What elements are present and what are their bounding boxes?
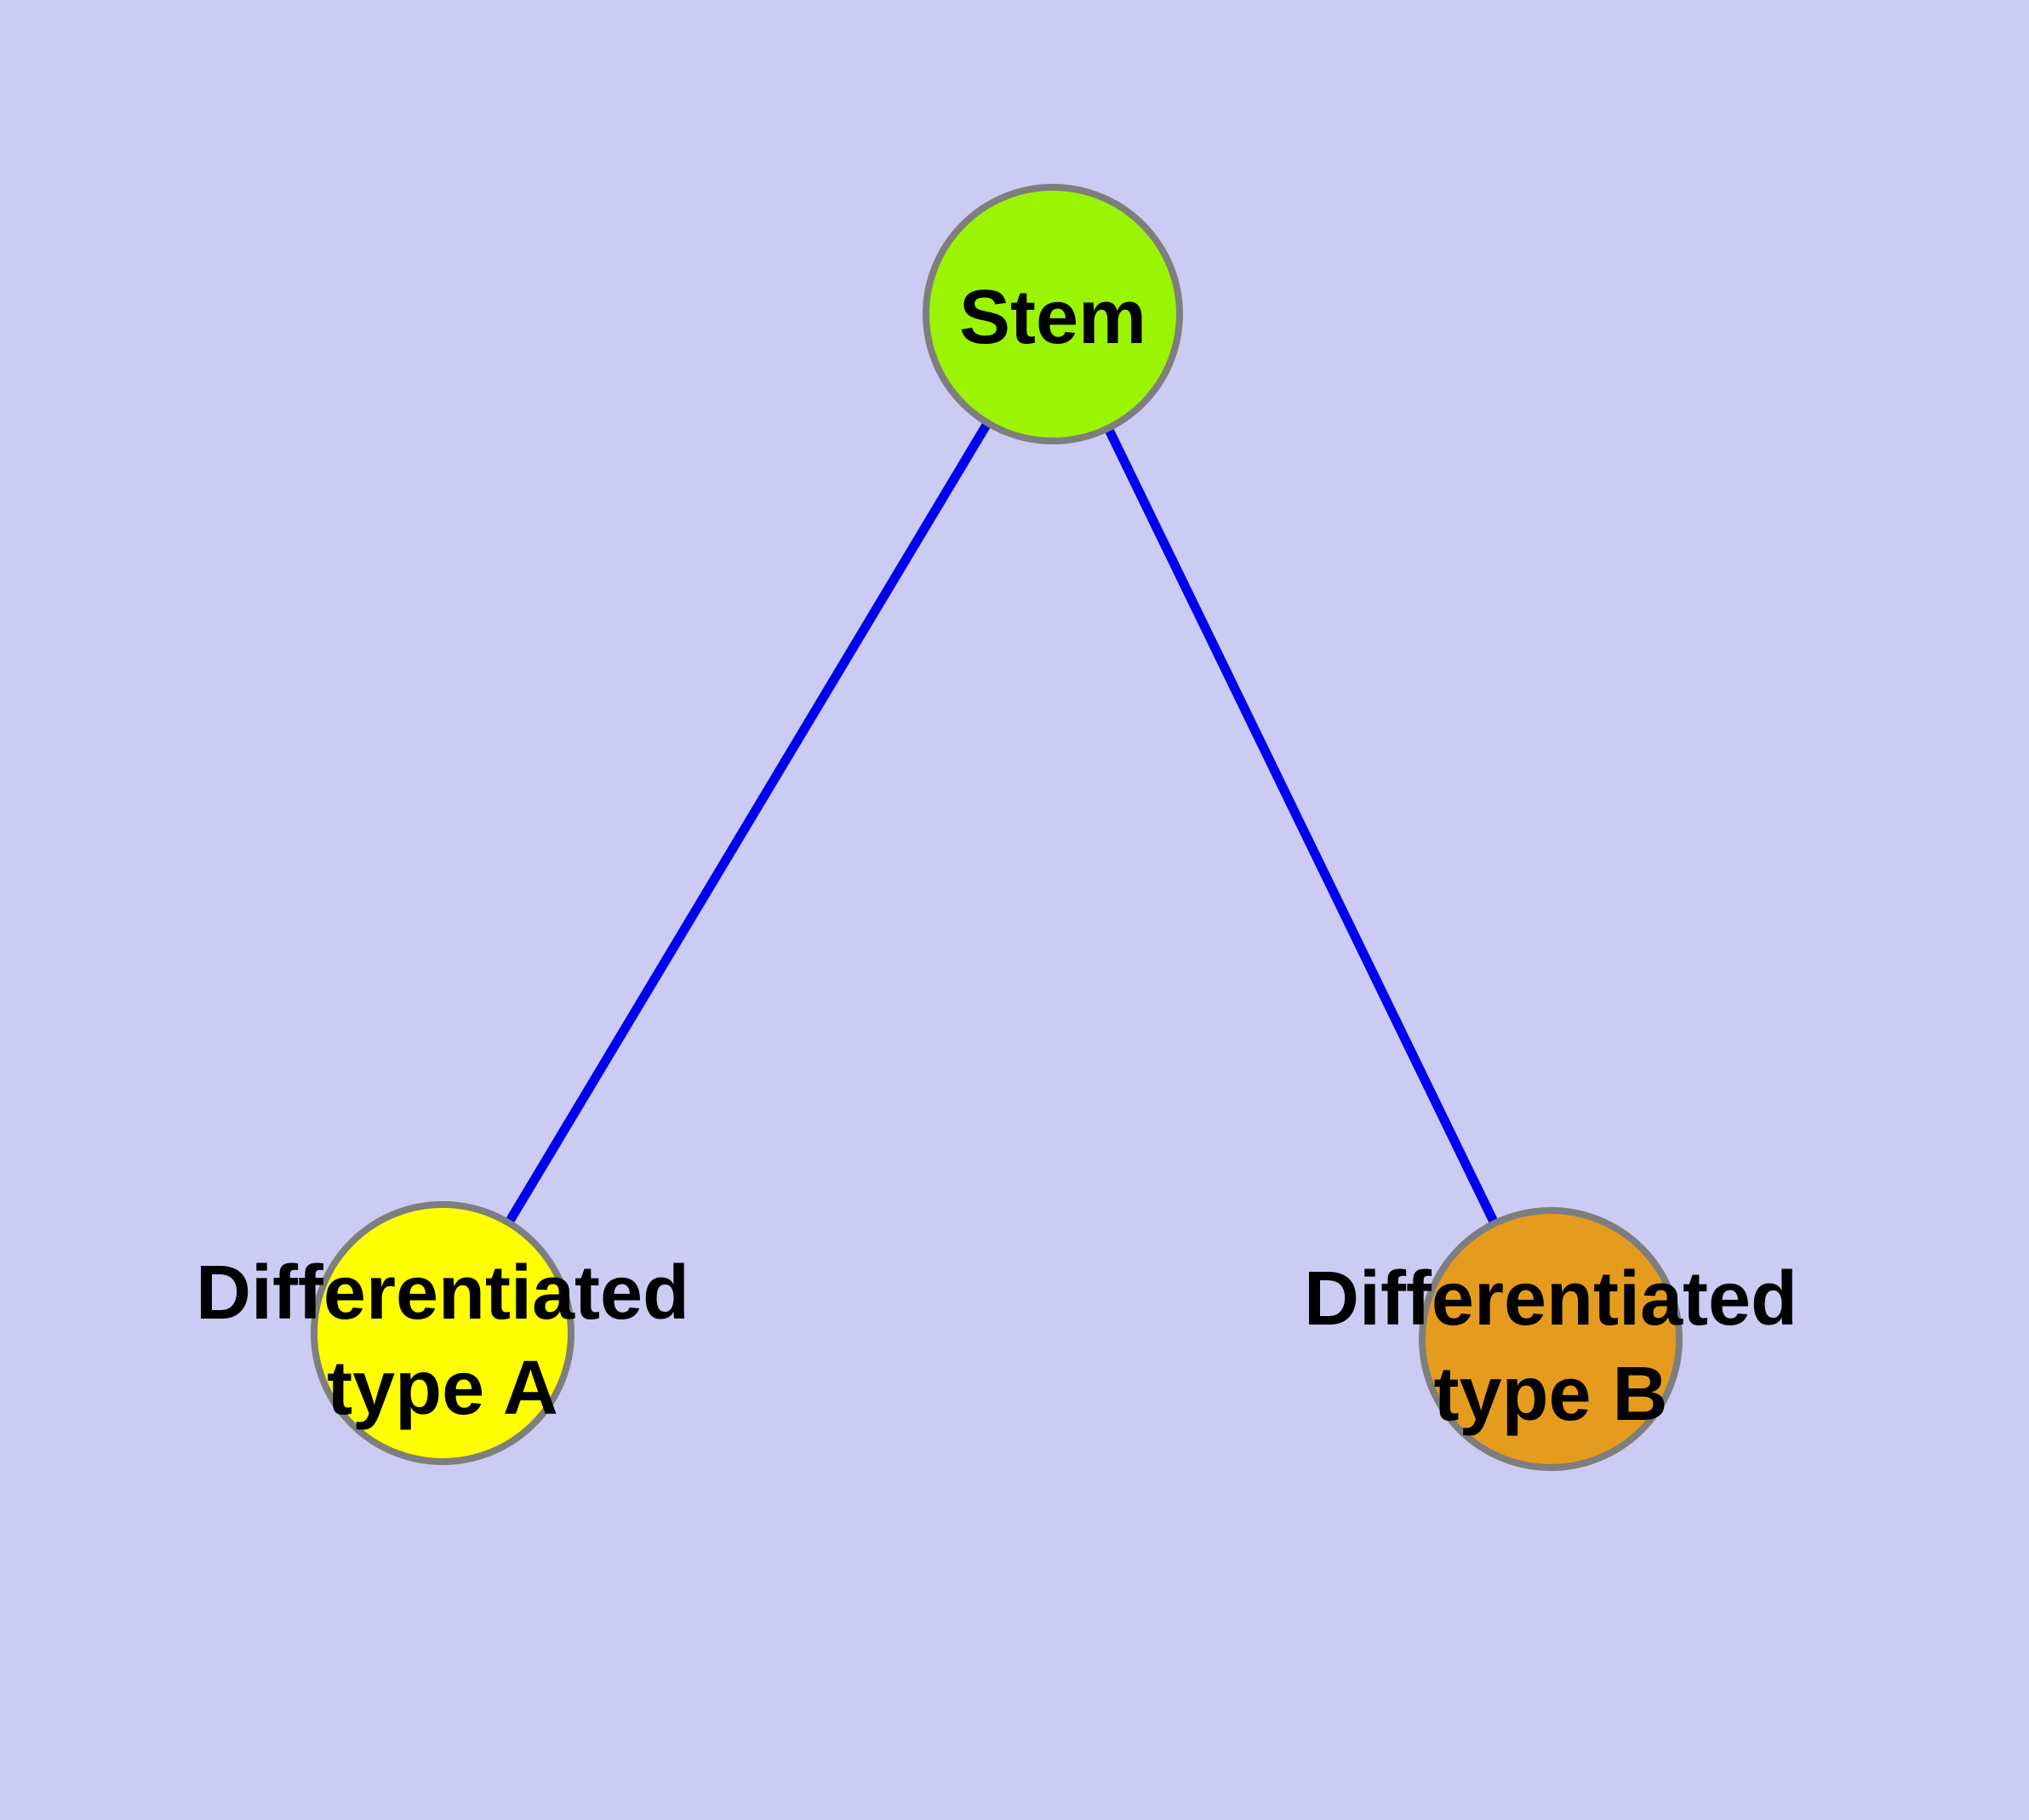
node-type-a-label-line1: Differentiated xyxy=(196,1251,689,1336)
edge-stem-to-type-b xyxy=(1049,312,1555,1342)
node-differentiated-type-a xyxy=(311,1201,574,1465)
node-differentiated-type-b xyxy=(1419,1207,1683,1471)
node-type-b-label-line1: Differentiated xyxy=(1304,1256,1798,1342)
node-stem-label: Stem xyxy=(959,275,1146,360)
node-type-b-label-line2: type B xyxy=(1433,1352,1667,1437)
node-stem xyxy=(923,184,1183,444)
node-type-a-label-line2: type A xyxy=(327,1346,558,1431)
edge-stem-to-type-a xyxy=(438,312,1057,1336)
